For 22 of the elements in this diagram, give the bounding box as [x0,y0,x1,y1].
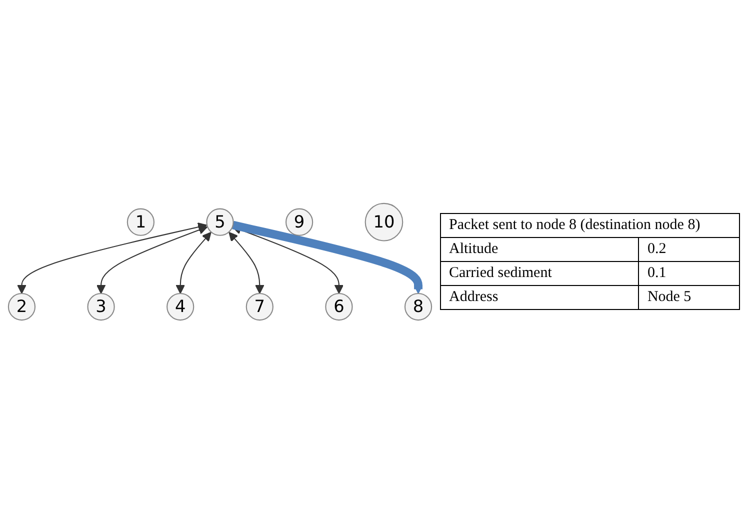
field-value: 0.2 [638,238,740,262]
field-name: Altitude [440,238,639,262]
table-heading: Packet sent to node 8 (destination node 8) [440,214,740,238]
node-circle: 7 [246,292,274,320]
node-circle: 4 [166,292,194,320]
node-circle: 2 [8,292,36,320]
field-value: 0.1 [638,262,740,286]
arrow [228,232,264,294]
node-circle: 1 [126,208,154,236]
node-circle: 3 [87,292,115,320]
node-circle: 8 [404,292,432,320]
arrow [17,222,208,294]
node-circle: 5 [206,208,234,236]
arrow [232,220,423,294]
field-value: Node 5 [638,286,740,310]
field-name: Carried sediment [440,262,639,286]
node-circle: 10 [364,202,404,242]
arrow [176,232,212,294]
arrow [96,225,208,294]
node-circle: 6 [325,292,353,320]
field-name: Address [440,286,639,310]
node-circle: 9 [286,208,314,236]
